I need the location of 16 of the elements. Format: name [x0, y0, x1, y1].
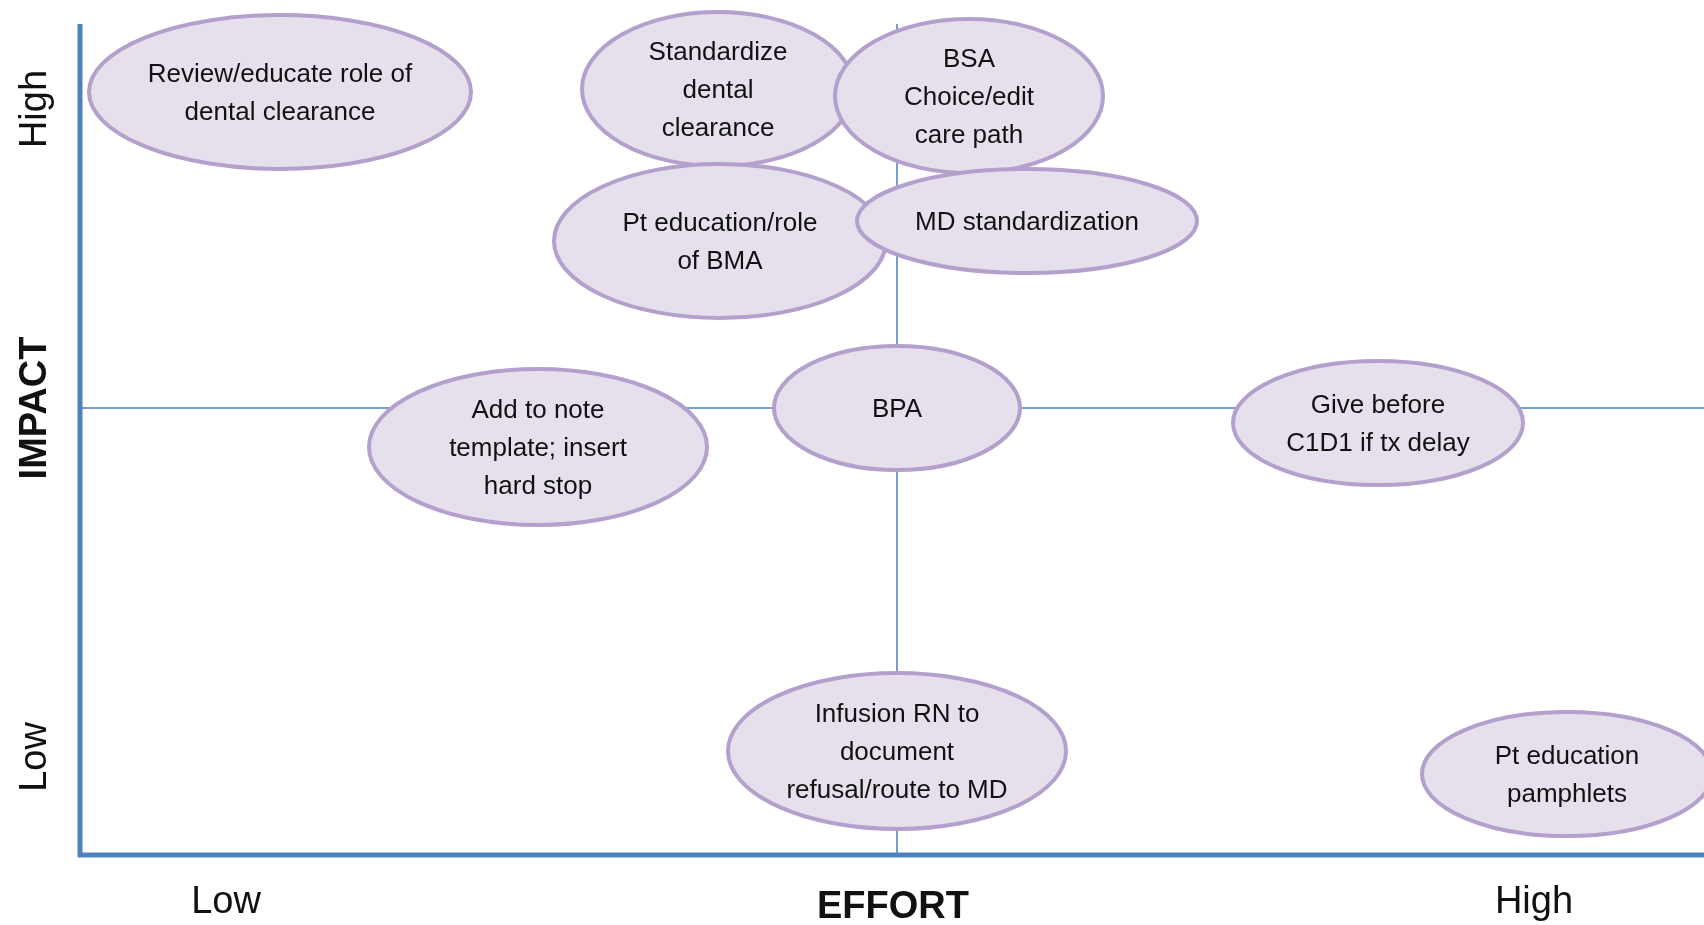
idea-text: Pt education pamphlets	[1493, 739, 1641, 810]
idea-text: BSA Choice/edit care path	[902, 42, 1036, 151]
idea-text: Infusion RN to document refusal/route to MD	[785, 697, 1009, 806]
idea-text: Standardize dental clearance	[647, 35, 789, 144]
idea-text: Add to note template; insert hard stop	[448, 393, 628, 502]
axis-tick-label: High	[11, 69, 55, 149]
axis-title: IMPACT	[11, 336, 55, 480]
axis-tick-label: High	[1494, 878, 1574, 922]
axis-tick-label: Low	[11, 722, 55, 792]
idea-text: BPA	[871, 392, 923, 425]
idea-text: Pt education/role of BMA	[621, 206, 819, 277]
axis-tick-label: Low	[191, 878, 261, 922]
idea-text: Review/educate role of dental clearance	[146, 57, 414, 128]
axis-title: EFFORT	[817, 883, 969, 925]
idea-text: Give before C1D1 if tx delay	[1285, 388, 1471, 459]
idea-text: MD standardization	[915, 205, 1139, 238]
